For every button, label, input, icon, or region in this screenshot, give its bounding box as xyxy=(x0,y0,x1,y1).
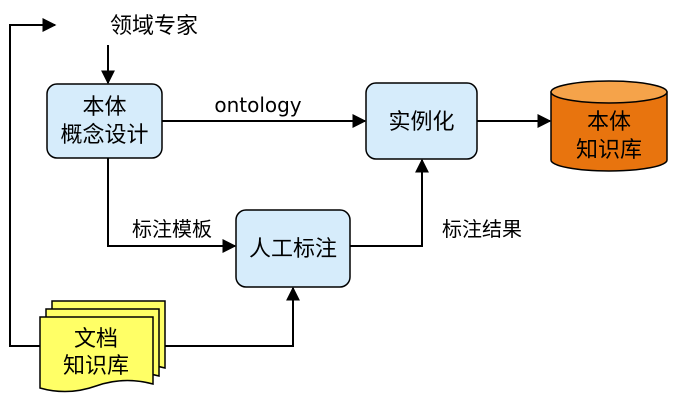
manual-annotation-rect xyxy=(235,209,351,288)
instantiation-label: 实例化 xyxy=(388,110,454,135)
ontology-edge-label: ontology xyxy=(214,93,301,117)
ontology-concept-design-box: 本体 概念设计 xyxy=(46,83,163,159)
document-knowledge-base-stack: 文档 知识库 xyxy=(39,300,166,393)
ontology-knowledge-base-cylinder: 本体 知识库 xyxy=(550,80,668,172)
doc-to-expert-connector xyxy=(9,18,57,347)
ontology-concept-design-line1: 本体 xyxy=(82,95,126,120)
cylinder-top xyxy=(550,80,668,104)
ontology-to-annotation-connector xyxy=(107,158,237,253)
instantiation-box: 实例化 xyxy=(365,82,478,160)
annotation-result-edge-label: 标注结果 xyxy=(442,217,522,241)
document-page-front xyxy=(39,316,154,393)
document-kb-line2: 知识库 xyxy=(63,354,129,379)
manual-annotation-box: 人工标注 xyxy=(235,209,351,288)
cylinder-body xyxy=(550,91,668,172)
annotation-to-instantiation-connector xyxy=(350,158,429,247)
ontology-kb-line1: 本体 xyxy=(587,110,631,135)
ontology-kb-line2: 知识库 xyxy=(576,138,642,163)
ontology-concept-design-line2: 概念设计 xyxy=(60,123,148,148)
manual-annotation-label: 人工标注 xyxy=(249,237,337,262)
ontology-concept-design-rect xyxy=(46,83,163,159)
document-kb-line1: 文档 xyxy=(74,327,118,352)
domain-expert-label: 领域专家 xyxy=(110,14,198,39)
doc-to-annotation-connector xyxy=(155,286,300,347)
connectors xyxy=(9,18,552,347)
instantiation-rect xyxy=(365,82,478,160)
annotation-template-edge-label: 标注模板 xyxy=(132,217,212,241)
